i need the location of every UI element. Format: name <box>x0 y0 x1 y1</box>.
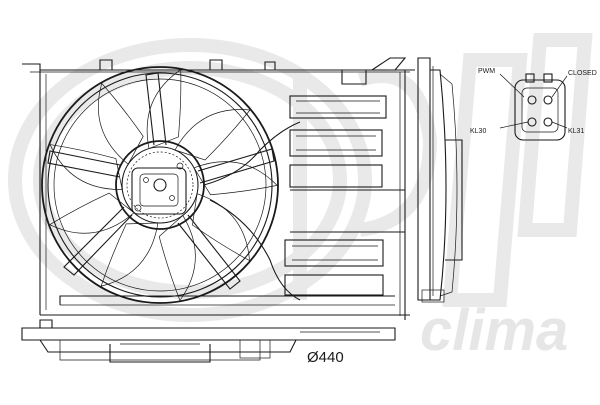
fan-shroud-front-view <box>22 57 415 320</box>
motor-struts <box>47 72 275 290</box>
dimension-label: Ø440 <box>307 349 344 366</box>
connector-label-pwm: PWM <box>478 68 495 75</box>
connector-label-kl31: KL31 <box>568 128 584 135</box>
connector-label-closed: CLOSED <box>568 70 597 77</box>
connector-body <box>514 79 566 141</box>
connector-label-kl30: KL30 <box>470 128 486 135</box>
connector-pin-closed <box>543 95 553 105</box>
connector-pin-pwm <box>527 95 537 105</box>
shroud-ribs <box>284 95 405 296</box>
watermark-text: clima <box>420 298 568 363</box>
fan-shroud-side-view <box>417 57 463 303</box>
connector-pin-kl31 <box>543 117 553 127</box>
wiring-harness <box>203 121 301 301</box>
fan-blades <box>49 69 278 302</box>
connector-detail: PWM CLOSED KL30 KL31 <box>470 68 597 141</box>
fan-ring <box>41 66 279 304</box>
fan-shroud-bottom-view <box>21 319 396 363</box>
motor-hub <box>115 140 205 230</box>
